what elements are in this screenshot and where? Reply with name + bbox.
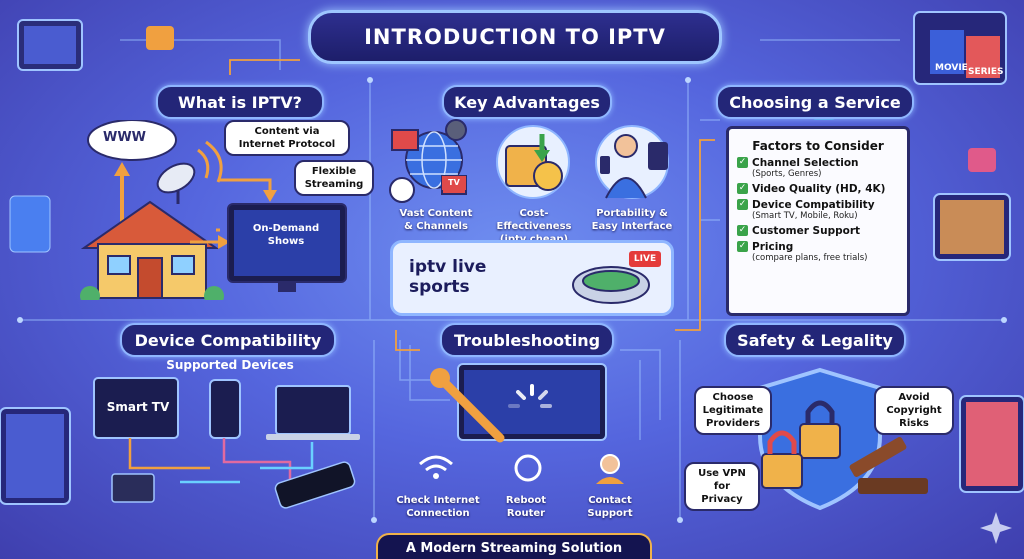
key-advantages-heading: Key Advantages <box>442 85 612 119</box>
factor-item: ✓ Device Compatibility(Smart TV, Mobile, … <box>737 199 907 221</box>
loading-spinner-icon <box>508 384 552 408</box>
advantage-label-content: Vast Content & Channels <box>399 208 473 232</box>
troubleshooting-heading: Troubleshooting <box>440 323 614 357</box>
protocol-bubble: Content via Internet Protocol <box>224 120 350 156</box>
factor-sub: (compare plans, free trials) <box>752 253 868 263</box>
safety-legality-heading: Safety & Legality <box>724 323 906 357</box>
factor-name: Customer Support <box>752 225 861 237</box>
corner-screens <box>0 11 1024 505</box>
factor-sub: (Sports, Genres) <box>752 169 822 179</box>
factor-item: ✓ Channel Selection(Sports, Genres) <box>737 157 907 179</box>
www-label: WWW <box>103 130 147 145</box>
what-is-iptv-heading: What is IPTV? <box>156 85 324 119</box>
check-internet-label: Check Internet Connection <box>396 495 480 519</box>
person-devices-icon <box>614 134 638 158</box>
factor-name: Pricing <box>752 241 794 253</box>
factor-name: Channel Selection <box>752 157 859 169</box>
supported-devices-subheading: Supported Devices <box>166 358 294 372</box>
wrench-icon <box>435 373 505 443</box>
live-sports-text: iptv live sports <box>409 257 487 297</box>
laptop-icon <box>275 385 351 435</box>
advantage-label-portability: Portability & Easy Interface <box>591 208 673 232</box>
on-demand-shows-text: On-Demand Shows <box>252 223 320 247</box>
footer-tagline: A Modern Streaming Solution <box>376 533 652 559</box>
live-badge: LIVE <box>629 251 661 267</box>
series-side-label: SERIES <box>968 67 1004 77</box>
factors-checklist: Factors to Consider ✓Channel Selection(S… <box>726 126 910 316</box>
smart-tv-icon <box>93 377 179 439</box>
factors-title: Factors to Consider <box>752 139 884 153</box>
factor-item: ✓ Pricing(compare plans, free trials) <box>737 241 907 263</box>
contact-support-label: Contact Support <box>587 495 633 519</box>
live-sports-card: iptv live sports LIVE <box>390 240 674 316</box>
factor-item: ✓ Customer Support <box>737 225 907 237</box>
legitimate-providers-bubble: Choose Legitimate Providers <box>694 386 772 435</box>
movie-side-label: MOVIE <box>935 63 968 73</box>
copyright-risks-bubble: Avoid Copyright Risks <box>874 386 954 435</box>
factor-name: Video Quality (HD, 4K) <box>752 183 886 195</box>
vpn-privacy-bubble: Use VPN for Privacy <box>684 462 760 511</box>
phone-icon <box>209 379 241 439</box>
tv-badge: TV <box>442 176 466 190</box>
check-icon: ✓ <box>737 157 748 168</box>
factor-sub: (Smart TV, Mobile, Roku) <box>752 211 858 221</box>
flexible-streaming-bubble: Flexible Streaming <box>294 160 374 196</box>
advantage-label-cost: Cost-Effectiveness (iptv cheap) <box>496 208 572 245</box>
devices-illustration <box>93 377 360 509</box>
check-icon: ✓ <box>737 199 748 210</box>
house-tv-illustration <box>80 120 347 300</box>
safety-illustration <box>758 367 928 511</box>
check-icon: ✓ <box>737 183 748 194</box>
wifi-icon <box>419 455 453 472</box>
page-title: INTRODUCTION TO IPTV <box>308 10 722 64</box>
factor-item: ✓ Video Quality (HD, 4K) <box>737 183 907 195</box>
stadium-icon <box>572 266 650 304</box>
check-icon: ✓ <box>737 225 748 236</box>
check-icon: ✓ <box>737 241 748 252</box>
smart-tv-label: Smart TV <box>106 400 170 414</box>
reboot-router-label: Reboot Router <box>505 495 547 519</box>
choosing-service-heading: Choosing a Service <box>716 85 914 119</box>
troubleshooting-illustration <box>419 363 624 484</box>
lock-icon <box>799 423 841 459</box>
sparkle-icon <box>980 512 1012 544</box>
advantages-icons <box>389 119 669 203</box>
device-compatibility-heading: Device Compatibility <box>120 323 336 357</box>
headset-icon <box>600 454 620 474</box>
refresh-icon <box>514 454 542 482</box>
streaming-stick-icon <box>274 461 356 509</box>
gavel-icon <box>849 437 907 477</box>
factor-name: Device Compatibility <box>752 199 875 211</box>
